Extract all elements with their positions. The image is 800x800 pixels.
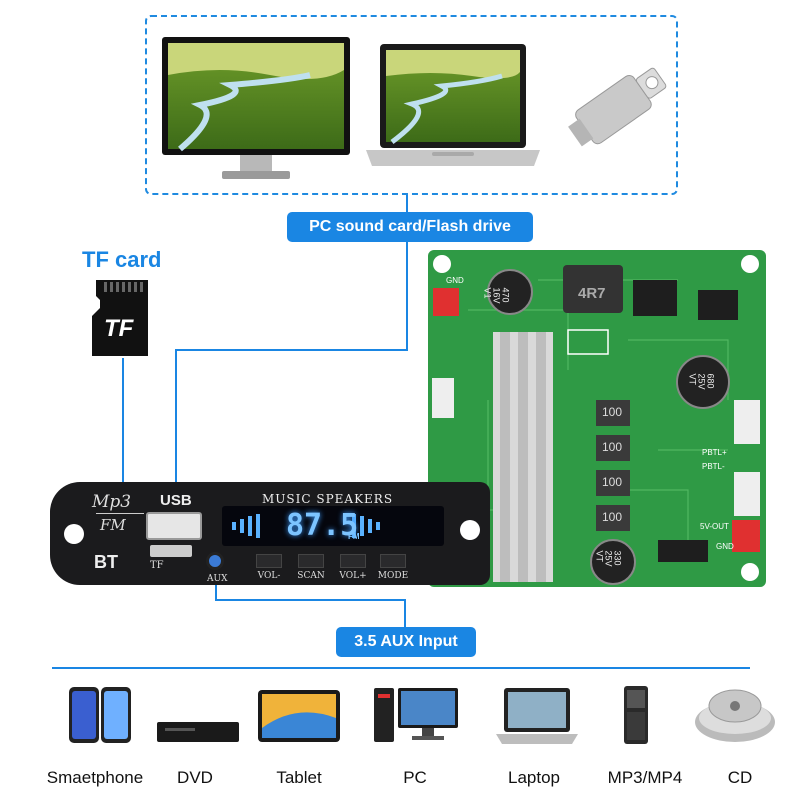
mount-hole [64,524,84,544]
mode-button[interactable] [380,554,406,568]
device-label-laptop: Laptop [508,768,560,787]
device-label-tablet: Tablet [276,768,322,787]
vol-up-button[interactable] [340,554,366,568]
resistor-label: 100 [602,440,623,454]
volume-bars-right-icon [352,514,380,538]
brand-fm: FM [100,516,126,534]
resistor-label: 100 [602,510,623,524]
device-label-cd: CD [727,768,753,787]
vol-up-label: VOL+ [339,571,367,581]
monitor-icon [162,37,350,179]
amplifier-board [428,250,766,587]
module-title: MUSIC SPEAKERS [262,492,394,506]
gnd-label: GND [716,542,734,551]
brand-mp3: Mp3 [92,492,132,512]
brand-divider [96,513,144,514]
connector-line [215,599,406,601]
source-devices-box [145,15,678,195]
connector-line [122,358,124,554]
tf-card-label: TF card [82,247,162,272]
pbtl-plus-label: PBTL+ [702,448,727,457]
vol-down-label: VOL- [257,571,281,581]
scan-label: SCAN [297,571,325,581]
volume-bars-left-icon [232,514,260,538]
aux-input-label: 3.5 AUX Input [336,627,476,657]
connector-line [404,599,406,627]
laptop-icon [366,44,540,166]
tablet-icon [258,690,340,742]
vout-label: 5V-OUT [700,522,729,531]
tf-chip-text: TF [104,315,134,342]
aux-label: AUX [207,574,228,584]
connector-line [406,242,408,350]
tf-slot-label: TF [150,560,164,571]
capacitor-label: 470 16V V1 [482,287,511,304]
pbtl-minus-label: PBTL- [702,462,725,471]
connector-line [175,349,177,521]
gnd-label: GND [446,276,464,285]
scan-button[interactable] [298,554,324,568]
connector-line [406,195,408,212]
mount-hole [460,520,480,540]
vol-down-button[interactable] [256,554,282,568]
cd-player-icon [695,689,775,742]
mp3-player-icon [624,686,648,744]
laptop-small-icon [496,688,578,744]
connector-line [175,349,408,351]
device-label-pc: PC [403,768,427,787]
pc-sound-label: PC sound card/Flash drive [287,212,533,242]
frequency-readout: 87.5 [286,508,359,543]
usb-port[interactable] [146,512,202,540]
device-label-mp3: MP3/MP4 [607,768,683,787]
inductor-label: 4R7 [578,285,606,302]
flash-drive-icon [568,67,667,147]
section-divider [52,667,750,669]
tf-slot[interactable] [150,545,192,557]
smartphone-icon [69,687,131,743]
bt-label: BT [94,552,118,572]
resistor-label: 100 [602,475,623,489]
device-label-smartphone: Smaetphone [46,768,144,787]
capacitor-label: 330 25V VT [594,550,623,567]
resistor-label: 100 [602,405,623,419]
dvd-player-icon [157,722,239,742]
mode-label: MODE [377,571,409,581]
aux-jack[interactable] [206,552,224,570]
usb-label: USB [160,492,192,509]
capacitor-label: 680 25V VT [687,373,716,390]
pc-icon [374,688,458,742]
tf-card-icon [92,280,148,356]
device-label-dvd: DVD [177,768,213,787]
fm-unit: FM [348,532,360,541]
